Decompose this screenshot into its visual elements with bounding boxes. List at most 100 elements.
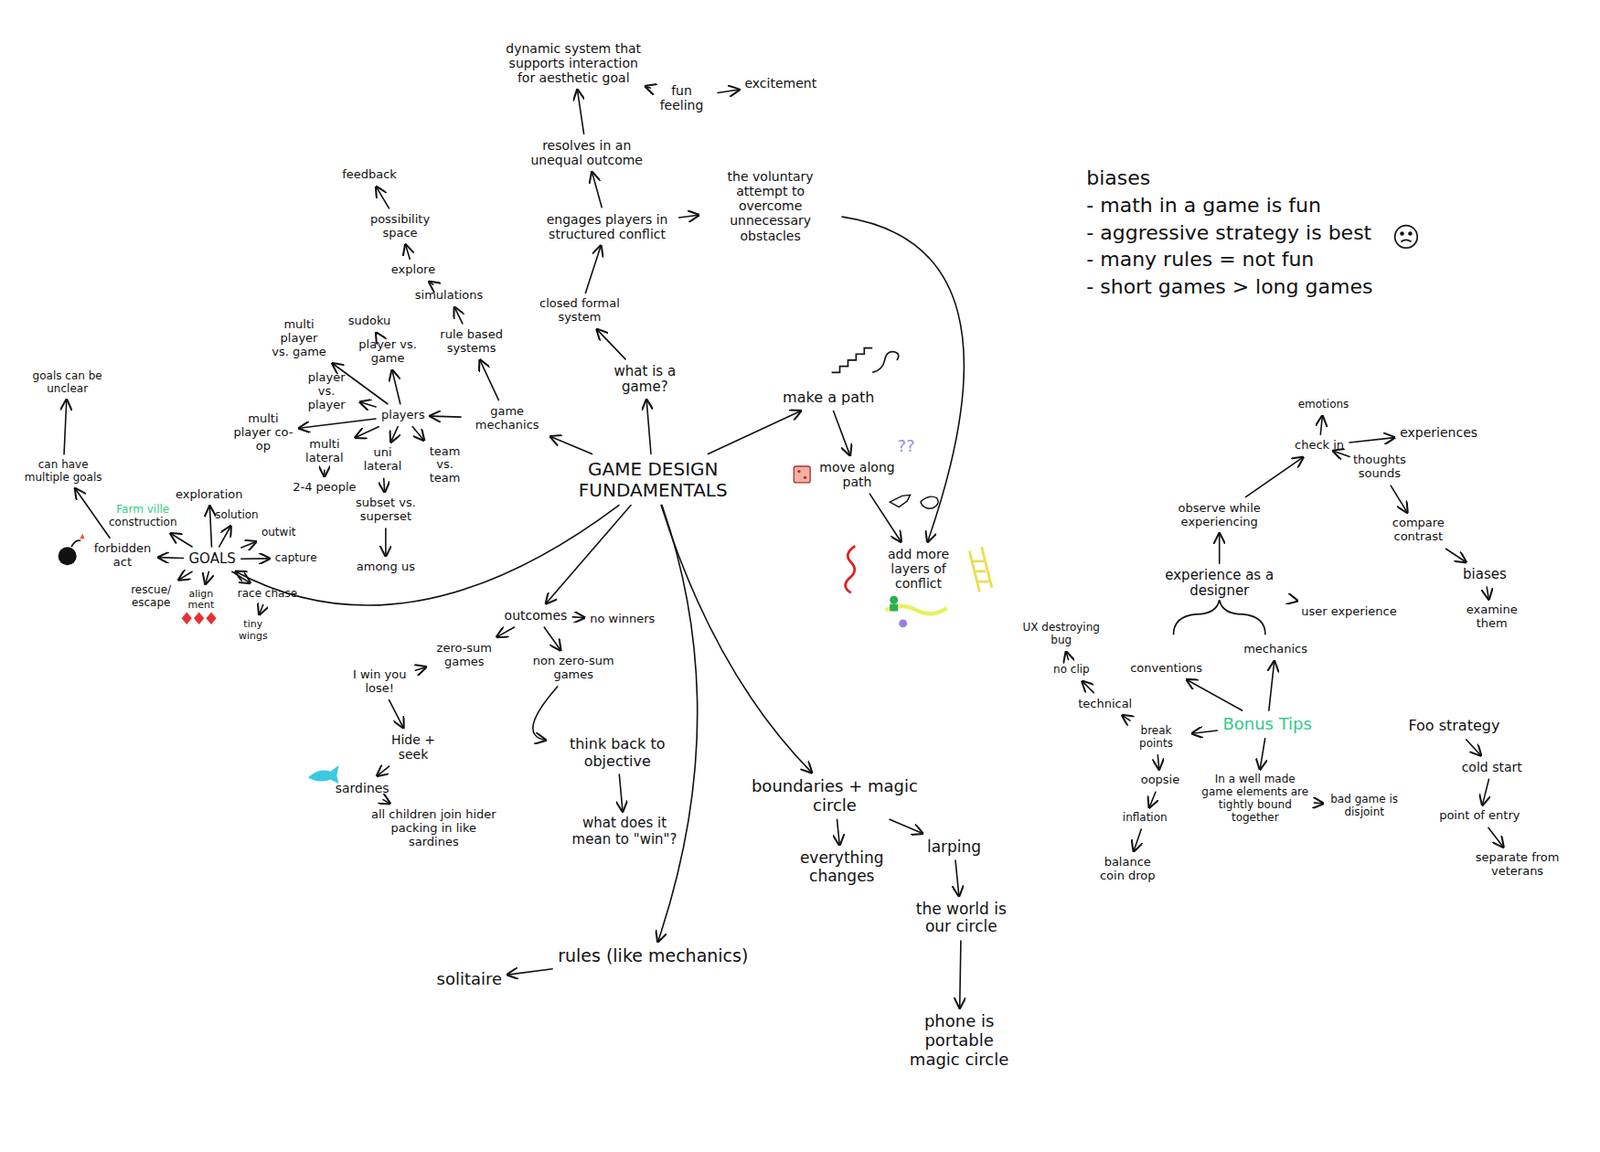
arrow-connector bbox=[355, 426, 379, 438]
node-text: construction bbox=[108, 516, 178, 530]
mind-map-node: fun feeling bbox=[648, 81, 715, 115]
mind-map-node: thoughts sounds bbox=[1335, 451, 1423, 483]
arrow-connector bbox=[837, 819, 841, 845]
arrow-connector bbox=[170, 533, 192, 547]
arrow-connector bbox=[618, 774, 623, 811]
arrow-connector bbox=[480, 360, 499, 401]
node-text: sardines bbox=[335, 780, 390, 796]
node-text: multi player co-op bbox=[232, 412, 294, 454]
node-text: compare contrast bbox=[1372, 516, 1464, 544]
arrow-connector bbox=[219, 526, 232, 547]
mind-map-node: 2-4 people bbox=[289, 479, 359, 497]
mind-map-node: capture bbox=[272, 550, 320, 567]
node-text: - math in a game is fun bbox=[1086, 192, 1373, 220]
node-text: experiences bbox=[1399, 425, 1478, 440]
node-text: Foo strategy bbox=[1408, 717, 1500, 735]
mind-map-node: team vs. team bbox=[418, 443, 470, 489]
node-text: balance coin drop bbox=[1097, 855, 1159, 884]
pointing-hands bbox=[889, 494, 939, 509]
mind-map-node: examine them bbox=[1448, 601, 1536, 633]
mind-map-node: rescue/ escape bbox=[119, 582, 182, 612]
node-text: closed formal system bbox=[523, 297, 637, 325]
arrow-connector bbox=[412, 426, 424, 441]
node-text: uni lateral bbox=[359, 446, 406, 474]
arrow-connector bbox=[833, 410, 851, 455]
node-text: rescue/ escape bbox=[122, 584, 179, 610]
mind-map-node: the world is our circle bbox=[907, 898, 1016, 939]
arrow-connector bbox=[1488, 827, 1504, 847]
mind-map-node: multi player vs. game bbox=[267, 316, 330, 362]
blue-fish bbox=[308, 765, 339, 784]
mind-map-node: make a path bbox=[779, 387, 877, 408]
mind-map-node: conventions bbox=[1127, 660, 1206, 678]
node-text: exploration bbox=[175, 488, 244, 502]
arrow-connector bbox=[661, 505, 812, 773]
arrow-connector bbox=[377, 766, 390, 777]
arrow-connector bbox=[545, 505, 631, 604]
arrow-connector bbox=[454, 307, 463, 324]
mind-map-node: bad game is disjoint bbox=[1325, 791, 1403, 822]
node-text: separate from veterans bbox=[1466, 851, 1569, 879]
mind-map-node: player vs. player bbox=[295, 369, 357, 415]
node-text: bad game is disjoint bbox=[1328, 793, 1400, 820]
arrow-connector bbox=[1082, 681, 1094, 693]
arrow-connector bbox=[383, 800, 390, 804]
node-text: biases bbox=[1086, 164, 1373, 192]
arrow-connector bbox=[533, 686, 558, 741]
arrow-connector bbox=[158, 556, 183, 560]
mind-map-node: exploration bbox=[172, 486, 246, 504]
node-text: mechanics bbox=[1243, 642, 1308, 657]
node-text: conventions bbox=[1130, 661, 1203, 676]
arrow-connector bbox=[241, 557, 270, 560]
node-text: cold start bbox=[1461, 759, 1523, 775]
arrow-connector bbox=[577, 89, 585, 134]
arrow-connector bbox=[550, 437, 592, 455]
arrow-connector bbox=[392, 370, 401, 405]
mind-map-node: possibility space bbox=[356, 211, 444, 243]
mind-map-node: compare contrast bbox=[1369, 514, 1467, 546]
mind-map-node: dynamic system that supports interaction… bbox=[499, 39, 648, 87]
node-text: thoughts sounds bbox=[1338, 453, 1420, 481]
mind-map-node: Foo strategy bbox=[1405, 715, 1503, 736]
node-text: Farm ville bbox=[108, 503, 178, 517]
arrow-connector bbox=[74, 488, 110, 538]
node-text: inflation bbox=[1122, 811, 1168, 825]
node-text: subset vs. superset bbox=[347, 496, 425, 524]
arrow-connector bbox=[383, 478, 386, 492]
arrow-connector bbox=[717, 89, 739, 93]
mind-map-node: resolves in an unequal outcome bbox=[527, 136, 646, 170]
yellow-ladder bbox=[969, 546, 992, 592]
arrow-connector bbox=[658, 505, 698, 942]
bomb-doodle bbox=[58, 533, 86, 566]
mind-map-node: solution bbox=[212, 507, 262, 524]
node-text: GOALS bbox=[188, 551, 235, 567]
node-text: Hide + seek bbox=[383, 732, 445, 762]
mind-map-node: tiny wings bbox=[227, 617, 279, 644]
arrow-connector bbox=[572, 616, 585, 619]
node-text: what does it mean to "win"? bbox=[563, 815, 686, 848]
arrow-connector bbox=[235, 505, 619, 606]
node-text: Bonus Tips bbox=[1222, 714, 1312, 735]
node-text: what is a game? bbox=[594, 363, 697, 396]
mind-map-node: GAME DESIGN FUNDAMENTALS bbox=[548, 457, 758, 503]
mind-map-node: uni lateral bbox=[356, 444, 408, 476]
arrow-connector bbox=[889, 819, 923, 833]
mind-map-node: all children join hider packing in like … bbox=[364, 806, 503, 852]
arrow-connector bbox=[384, 528, 387, 556]
node-text: no clip bbox=[1053, 663, 1090, 677]
mind-map-node: In a well made game elements are tightly… bbox=[1198, 771, 1312, 826]
arrow-connector bbox=[544, 627, 561, 651]
node-text: excitement bbox=[744, 75, 817, 91]
mind-map-node: user experience bbox=[1298, 603, 1400, 621]
node-text: align ment bbox=[182, 588, 219, 612]
mind-map-node: cold start bbox=[1459, 757, 1526, 777]
arrow-connector bbox=[1133, 829, 1142, 852]
node-text: game mechanics bbox=[466, 405, 548, 433]
node-text: possibility space bbox=[359, 213, 441, 241]
node-text: all children join hider packing in like … bbox=[367, 808, 501, 850]
node-text: technical bbox=[1077, 697, 1132, 712]
mind-map-node: sardines bbox=[332, 778, 393, 798]
arrow-connector bbox=[430, 415, 461, 418]
mind-map-node: multi player co-op bbox=[229, 410, 297, 456]
mind-map-node: excitement bbox=[741, 74, 820, 93]
